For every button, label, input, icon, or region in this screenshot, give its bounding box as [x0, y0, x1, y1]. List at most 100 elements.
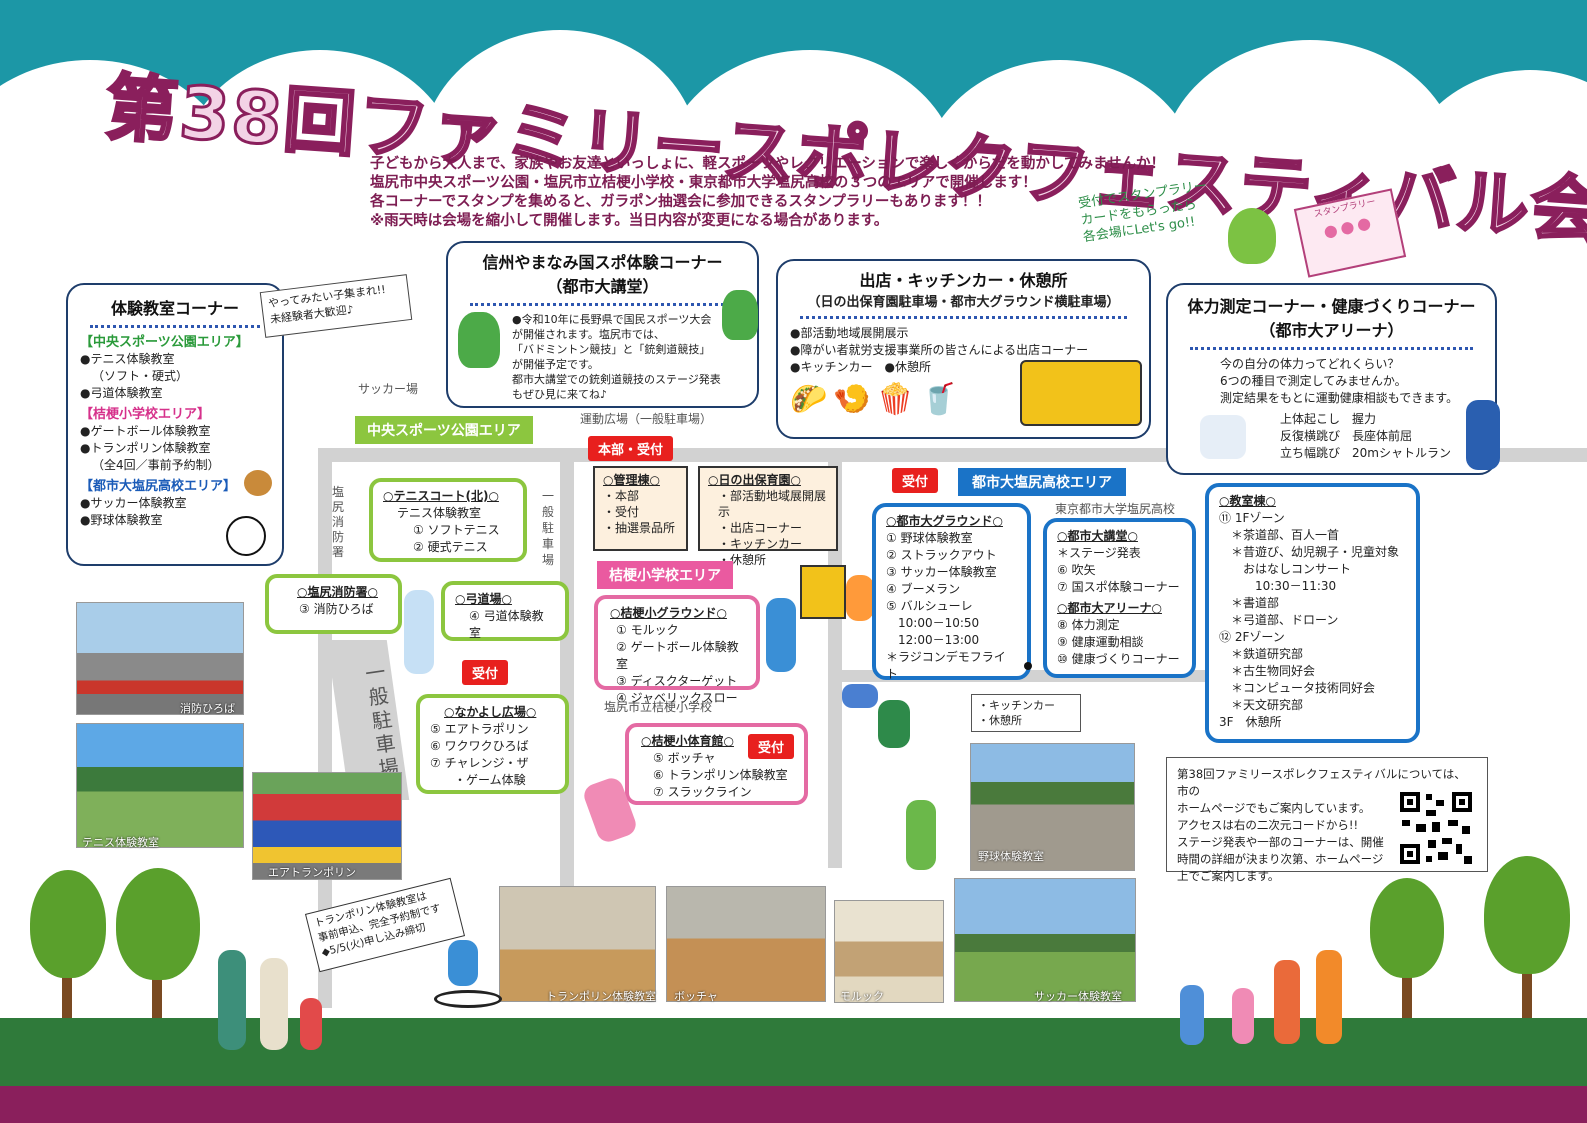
photo-tennis: [76, 723, 244, 848]
list-item: ●サッカー体験教室: [80, 496, 187, 510]
toshidai-ground-box: ○都市大グラウンド○ ① 野球体験教室 ② ストラックアウト ③ サッカー体験教…: [872, 503, 1031, 681]
info-line: ホームページでもご案内しています。: [1177, 801, 1371, 815]
photo-caption: モルック: [840, 990, 884, 1003]
text-line: ＊鉄道研究部: [1219, 647, 1304, 661]
text-line: おはなしコンサート: [1219, 562, 1352, 576]
undo-hiroba-label: 運動広場（一般駐車場）: [580, 412, 713, 426]
fitness-subtitle: （都市大アリーナ）: [1259, 321, 1404, 340]
qr-code-icon[interactable]: [1398, 790, 1474, 866]
tree: [1522, 955, 1532, 1020]
text-line: ⑪ 1Fゾーン: [1219, 511, 1285, 525]
area-name: 【桔梗小学校エリア】: [80, 407, 211, 422]
kyoshitsu-box: ○教室棟○ ⑪ 1Fゾーン ＊茶道部、百人一首 ＊昔遊び、幼児親子・児童対象 お…: [1205, 483, 1420, 743]
text-line: ① 野球体験教室: [886, 531, 973, 545]
intro-line: 子どもから大人まで、家族やお友達といっしょに、軽スポーツやレクリエーションで楽し…: [370, 156, 1166, 172]
shop-subtitle: （日の出保育園駐車場・都市大グラウンド横駐車場）: [807, 295, 1120, 310]
photo-caption: 消防ひろば: [180, 702, 235, 715]
list-item: ●トランポリン体験教室: [80, 441, 211, 455]
list-item: ●弓道体験教室: [80, 386, 163, 400]
kikyo-ground-box: ○桔梗小グラウンド○ ① モルック ② ゲートボール体験教室 ③ ディスクターゲ…: [594, 595, 760, 705]
text-line: ⑥ 吹矢: [1057, 563, 1096, 577]
text-line: ・キッチンカー: [718, 537, 803, 551]
tree: [30, 870, 106, 978]
molkky-player-icon: [906, 800, 936, 870]
text-line: 10:00－10:50: [886, 616, 980, 630]
text-line: 都市大講堂での銃剣道競技のステージ発表: [512, 373, 721, 386]
info-line: アクセスは右の二次元コードから!!: [1177, 818, 1359, 832]
text-line: ⑨ 健康運動相談: [1057, 635, 1144, 649]
box-title: ○テニスコート(北)○: [383, 489, 499, 503]
text-line: もぜひ見に来てね♪: [512, 388, 608, 401]
fitness-title: 体力測定コーナー・健康づくりコーナー: [1187, 297, 1476, 316]
photo-baseball: [970, 743, 1135, 871]
uketsuke-label: 受付: [748, 734, 795, 759]
text-line: ・キッチンカー: [978, 699, 1055, 712]
list-item: （全4回／事前予約制）: [92, 458, 220, 472]
box-title: ○塩尻消防署○: [297, 585, 378, 599]
box-title: ○なかよし広場○: [444, 705, 537, 719]
info-line: ステージ発表や一部のコーナーは、開催: [1177, 835, 1384, 849]
area-name: 【中央スポーツ公園エリア】: [80, 335, 249, 350]
bottom-bar: [0, 1086, 1587, 1123]
photo-caption: ボッチャ: [674, 990, 718, 1003]
text-line: ＊昔遊び、幼児親子・児童対象: [1219, 545, 1400, 559]
road: [560, 448, 574, 888]
intro-line: ※雨天時は会場を縮小して開催します。当日内容が変更になる場合があります。: [370, 213, 889, 229]
text-line: が開催されます。塩尻市では、: [512, 328, 665, 341]
text-line: ・受付: [603, 505, 640, 519]
text-line: ① ソフトテニス: [413, 523, 500, 537]
tree: [152, 965, 162, 1021]
text-line: テニス体験教室: [397, 506, 482, 520]
photo-soccer: [954, 878, 1136, 1002]
text-line: ⑦ スラックライン: [653, 785, 752, 799]
box-title: ○日の出保育園○: [708, 473, 801, 487]
text-line: 反復横跳び 長座体前屈: [1280, 429, 1413, 443]
chuo-area-label: 中央スポーツ公園エリア: [355, 416, 533, 444]
text-line: ・出店コーナー: [718, 521, 803, 535]
photo-molkky: [834, 900, 944, 1003]
soccer-ball-icon: [226, 516, 266, 556]
intro-line: 塩尻市中央スポーツ公園・塩尻市立桔梗小学校・東京都市大学塩尻高校の３つのエリアで…: [370, 175, 1037, 191]
text-line: 10:30－11:30: [1219, 579, 1337, 593]
tree: [62, 960, 72, 1022]
text-line: ⑤ バルシューレ: [886, 599, 973, 613]
runner-icon: [1274, 960, 1300, 1044]
info-line: 時間の詳細が決まり次第、ホームページ: [1177, 852, 1384, 866]
archer-icon: [404, 590, 434, 674]
text-line: 6つの種目で測定してみませんか。: [1220, 374, 1407, 388]
text-line: 今の自分の体力ってどれくらい？: [1220, 357, 1400, 371]
shobo-box: ○塩尻消防署○ ③ 消防ひろば: [265, 574, 402, 634]
box-title: ○桔梗小体育館○: [641, 734, 734, 748]
text-line: ＊書道部: [1219, 596, 1280, 610]
text-line: ・抽選景品所: [603, 521, 676, 535]
tree: [1402, 960, 1412, 1020]
box-title: ○都市大グラウンド○: [886, 514, 1003, 528]
box-title: ○管理棟○: [603, 473, 660, 487]
text-line: ●令和10年に長野県で国民スポーツ大会: [512, 313, 712, 326]
mascot-icon: [458, 312, 500, 368]
road: [828, 448, 842, 868]
kyudo-box: ○弓道場○ ④ 弓道体験教室: [441, 581, 569, 641]
text-line: 3F 休憩所: [1219, 715, 1282, 729]
text-line: ⑥ ワクワクひろば: [430, 739, 529, 753]
toshidai-school-label: 東京都市大学塩尻高校: [1055, 502, 1176, 516]
text-line: ⑦ チャレンジ・ザ: [430, 756, 529, 770]
text-line: ② ゲートボール体験教室: [616, 640, 739, 671]
text-line: ＊茶道部、百人一首: [1219, 528, 1340, 542]
taiken-title: 体験教室コーナー: [110, 299, 239, 318]
text-line: 立ち幅跳び 20mシャトルラン: [1280, 446, 1451, 460]
text-line: ＊ステージ発表: [1057, 546, 1141, 560]
baseball-glove-icon: [244, 470, 272, 496]
box-title: ○弓道場○: [455, 592, 512, 606]
text-line: ●キッチンカー ●休憩所: [790, 360, 931, 374]
text-line: ＊天文研究部: [1219, 698, 1304, 712]
mascot-icon: [722, 290, 758, 340]
text-line: ② ストラックアウト: [886, 548, 997, 562]
kokuspo-subtitle: （都市大講堂）: [546, 277, 659, 296]
family-icon: [300, 998, 322, 1050]
text-line: ⑤ ボッチャ: [653, 751, 716, 765]
text-line: ⑦ 国スポ体験コーナー: [1057, 580, 1180, 594]
box-title: ○都市大講堂○: [1057, 529, 1138, 543]
food-icons: 🌮🍤🍿🥤: [790, 382, 964, 417]
box-title: ○教室棟○: [1219, 494, 1276, 508]
